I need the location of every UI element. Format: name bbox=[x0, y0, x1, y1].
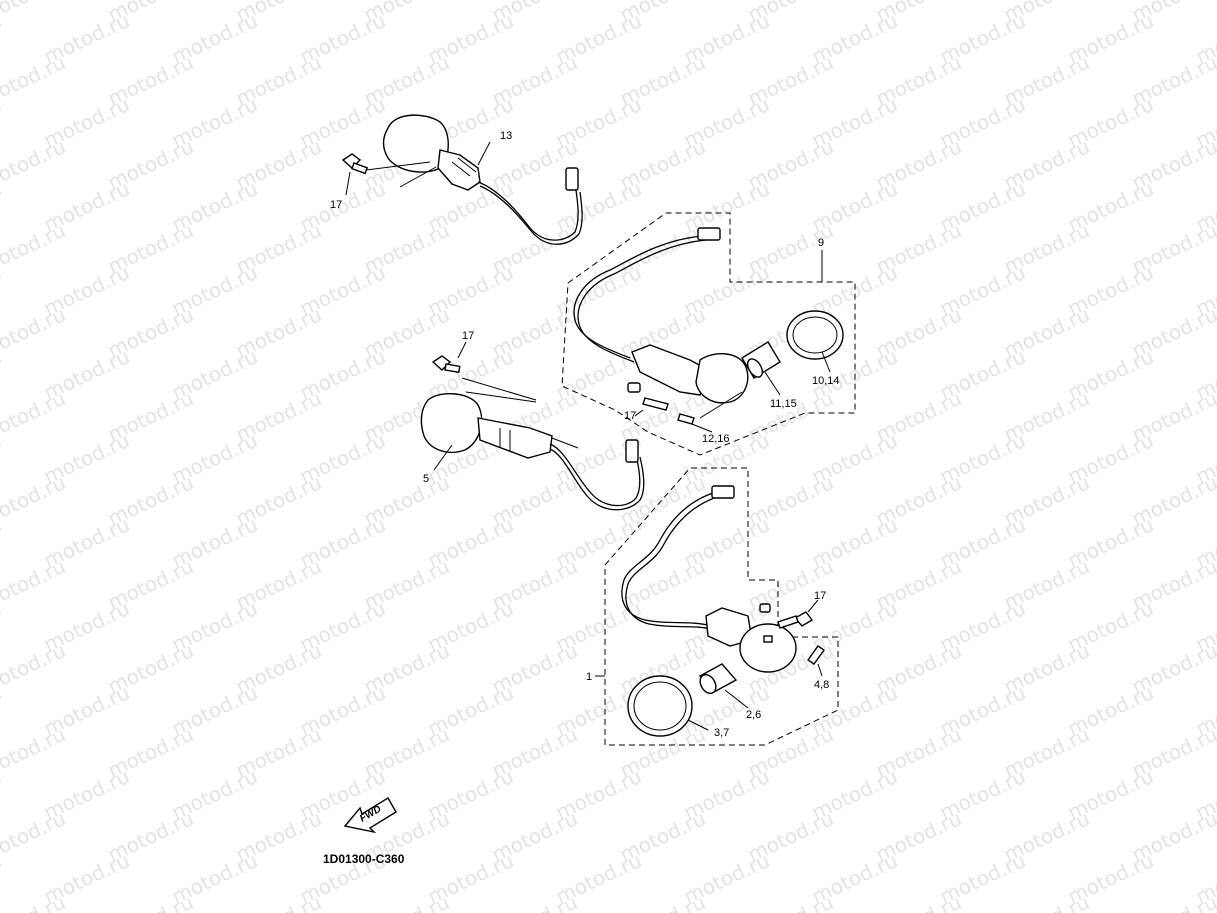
screw-17-bottom bbox=[777, 599, 819, 629]
watermark-text: motod.ru bbox=[0, 0, 69, 27]
callout-17-bottom: 17 bbox=[814, 590, 826, 602]
flasher-light-assembly-9 bbox=[573, 227, 749, 419]
watermark-text: motod.ru bbox=[488, 890, 581, 913]
watermark-text: motod.ru bbox=[104, 890, 197, 913]
lens-3-7 bbox=[627, 675, 709, 737]
callout-5: 5 bbox=[423, 473, 429, 485]
callout-4-8: 4,8 bbox=[814, 679, 829, 691]
diagram-code: 1D01300-C360 bbox=[323, 852, 405, 866]
callout-3-7: 3,7 bbox=[714, 727, 729, 739]
callout-2-6: 2,6 bbox=[746, 709, 761, 721]
callout-12-16: 12,16 bbox=[702, 433, 730, 445]
flasher-light-assembly-5 bbox=[420, 377, 645, 511]
bulb-11-15 bbox=[741, 341, 781, 396]
screw-17-top bbox=[341, 153, 369, 196]
screw-17-middle bbox=[431, 341, 467, 374]
watermark-text: motod.ru bbox=[872, 890, 965, 913]
watermark-text: motod.ru bbox=[0, 722, 69, 783]
callout-17-top: 17 bbox=[330, 199, 342, 211]
watermark-text: motod.ru bbox=[0, 890, 69, 913]
watermark-text: motod.ru bbox=[360, 890, 453, 913]
callout-1: 1 bbox=[586, 671, 592, 683]
callout-17-middle: 17 bbox=[462, 330, 474, 342]
watermark-text: motod.ru bbox=[744, 890, 837, 913]
screw-4-8 bbox=[807, 645, 825, 677]
callout-9: 9 bbox=[818, 237, 824, 249]
watermark-text: motod.ru bbox=[616, 890, 709, 913]
lens-10-14 bbox=[786, 310, 844, 373]
watermark-text: motod.ru bbox=[0, 386, 69, 447]
watermark-text: motod.ru bbox=[0, 470, 69, 531]
fwd-arrow: FWD bbox=[343, 797, 397, 834]
watermark-text: motod.ru bbox=[0, 554, 69, 615]
watermark-text: motod.ru bbox=[0, 638, 69, 699]
callout-17-group9: 17 bbox=[624, 410, 636, 422]
bulb-2-6 bbox=[698, 663, 749, 709]
callout-11-15: 11,15 bbox=[770, 398, 797, 410]
flasher-light-assembly-13 bbox=[365, 114, 583, 245]
watermark-text: motod.ru bbox=[232, 890, 325, 913]
watermark-text: motod.ru bbox=[0, 806, 69, 867]
watermark-text: motod.ru bbox=[0, 218, 69, 279]
assembly-boundary-9 bbox=[561, 212, 856, 456]
screws-17-12-16 bbox=[627, 382, 713, 433]
watermark-text: motod.ru bbox=[1000, 890, 1093, 913]
watermark-text: motod.ru bbox=[0, 50, 69, 111]
callout-10-14: 10,14 bbox=[812, 375, 840, 387]
leader-lines bbox=[477, 141, 823, 677]
watermark-text: motod.ru bbox=[0, 134, 69, 195]
callout-13: 13 bbox=[500, 130, 512, 142]
flasher-light-assembly-1 bbox=[621, 485, 797, 673]
watermark-text: motod.ru bbox=[0, 302, 69, 363]
watermark-text: motod.ru bbox=[1128, 890, 1217, 913]
